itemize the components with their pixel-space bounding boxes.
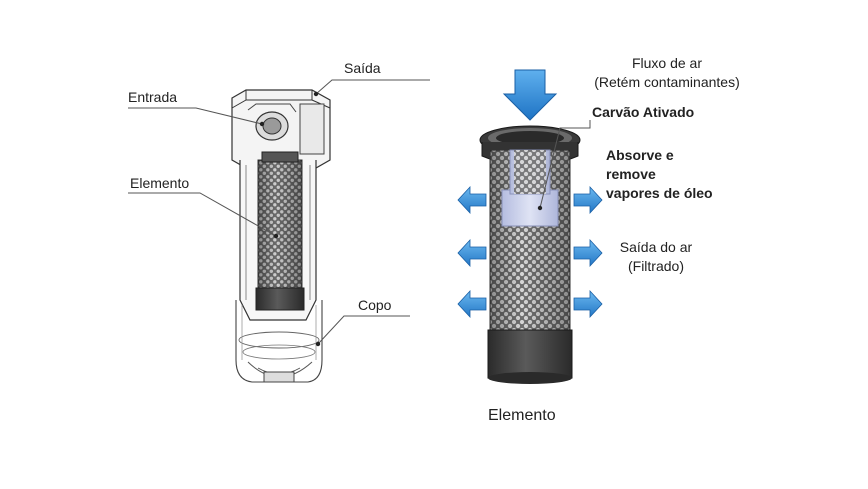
carbon-desc-line3: vapores de óleo: [606, 185, 713, 201]
outflow-arrow-right-3: [573, 289, 603, 319]
carbon-desc-line2: remove: [606, 166, 656, 182]
airflow-in-line1: Fluxo de ar: [631, 55, 703, 71]
leader-carbon: [539, 120, 591, 209]
label-saida: Saída: [344, 60, 381, 76]
leader-copo: [317, 315, 410, 345]
leader-entrada: [128, 107, 263, 125]
leader-saida: [315, 79, 430, 95]
filter-element-bottom-cap: [255, 287, 305, 311]
filter-housing-illustration: [231, 89, 331, 383]
activated-carbon-layer: [501, 189, 559, 227]
label-outlet: Saída do ar (Filtrado): [606, 238, 706, 276]
airflow-in-arrow: [502, 69, 558, 121]
outflow-arrow-left-2: [457, 238, 487, 268]
outlet-line1: Saída do ar: [619, 239, 693, 255]
label-airflow-in: Fluxo de ar (Retém contaminantes): [572, 54, 762, 92]
airflow-in-line2: (Retém contaminantes): [594, 74, 740, 90]
outflow-arrow-right-1: [573, 185, 603, 215]
outflow-arrow-right-2: [573, 238, 603, 268]
outflow-arrows-right: [573, 185, 603, 319]
outflow-arrow-left-3: [457, 289, 487, 319]
outflow-arrow-left-1: [457, 185, 487, 215]
outlet-line2: (Filtrado): [627, 258, 684, 274]
element-bottom-cap: [487, 329, 573, 379]
label-elemento-left: Elemento: [130, 175, 190, 191]
caption-elemento: Elemento: [488, 407, 556, 424]
left-leader-lines: [128, 79, 430, 345]
label-carbon-title: Carvão Ativado: [592, 104, 695, 120]
leader-elemento: [128, 192, 277, 237]
label-entrada: Entrada: [128, 89, 178, 105]
label-copo: Copo: [358, 297, 392, 313]
filter-element-illustration: [479, 125, 581, 384]
carbon-desc-line1: Absorve e: [606, 147, 674, 163]
label-carbon-desc: Absorve e remove vapores de óleo: [606, 146, 713, 203]
outflow-arrows-left: [457, 185, 487, 319]
